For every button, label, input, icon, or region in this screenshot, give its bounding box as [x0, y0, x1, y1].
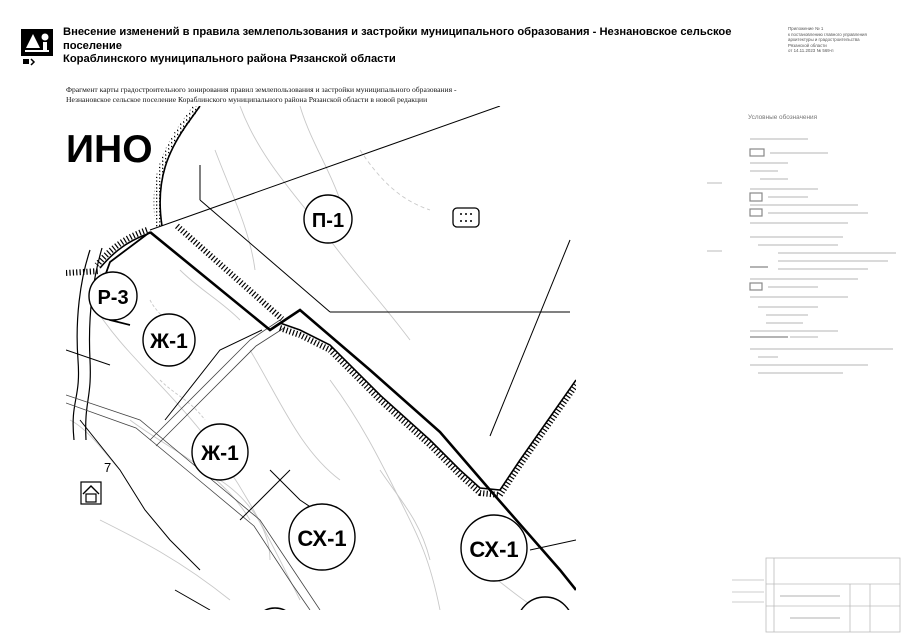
appendix-line: Приложение № 1 — [788, 26, 824, 31]
roads — [66, 319, 321, 610]
map-legend: Условные обозначения — [748, 114, 900, 385]
house-icon — [80, 481, 102, 505]
zone-marker: Р-3 — [88, 271, 138, 321]
zone-marker: Ж-1 — [191, 423, 249, 481]
fragment-title-line2: Незнановское сельское поселение Кораблин… — [66, 94, 428, 104]
river — [72, 247, 103, 441]
settlement-boundary — [66, 106, 576, 499]
document-title: Внесение изменений в правила землепользо… — [63, 26, 753, 67]
zone-marker: СХ-1 — [460, 514, 528, 582]
fragment-title-line1: Фрагмент карты градостроительного зониро… — [66, 85, 457, 94]
legend-entries — [749, 138, 896, 374]
settlement-name: ИНО — [66, 128, 153, 171]
coat-of-arms-icon — [21, 29, 53, 66]
zone-code: СХ-1 — [469, 537, 518, 562]
title-block — [732, 557, 901, 633]
zone-code: Р-3 — [97, 287, 128, 309]
document-title-line2: Кораблинского муниципального района Ряза… — [63, 53, 396, 65]
district-boundary — [149, 230, 576, 591]
appendix-note: Приложение № 1 к постановлению главного … — [788, 26, 900, 54]
dotted-box-icon — [452, 207, 480, 228]
zone-code: Ж-1 — [149, 330, 188, 353]
parcel-number: 7 — [104, 460, 111, 475]
zone-code: П-1 — [312, 210, 344, 232]
zone-code: СХ-1 — [297, 526, 346, 551]
zone-marker: СХ-1 — [288, 503, 356, 571]
appendix-line: архитектуры и градостроительства — [788, 37, 860, 43]
legend-title: Условные обозначения — [748, 114, 818, 121]
zone-marker: Ж-1 — [142, 313, 196, 367]
document-title-line1: Внесение изменений в правила землепользо… — [63, 26, 732, 52]
zone-code: Ж-1 — [200, 442, 239, 465]
appendix-line: к постановлению главного управления — [788, 31, 867, 37]
zone-marker: П-1 — [303, 194, 353, 244]
fragment-title: Фрагмент карты градостроительного зониро… — [66, 85, 526, 104]
appendix-line: от 14.11.2023 № 569-п — [788, 48, 834, 54]
appendix-line: Рязанской области — [788, 42, 827, 48]
